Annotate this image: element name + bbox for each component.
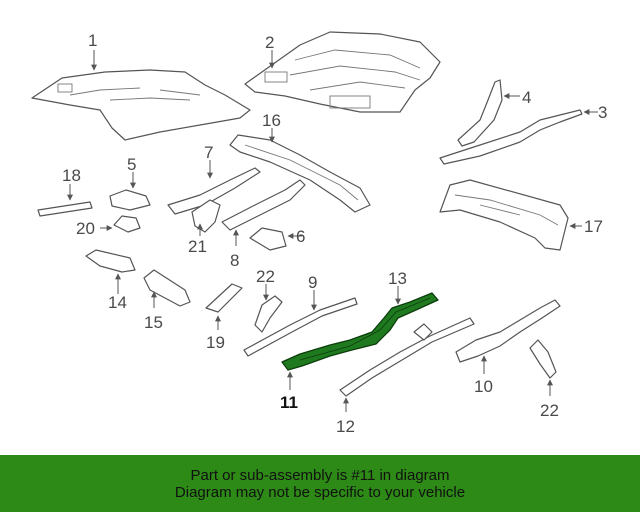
- part-14-bracket[interactable]: [85, 249, 136, 273]
- callout-14: 14: [108, 293, 127, 312]
- banner-line-2: Diagram may not be specific to your vehi…: [174, 483, 466, 501]
- callout-20: 20: [76, 219, 95, 238]
- callout-21: 21: [188, 237, 207, 256]
- part-22-bracket-lower[interactable]: [529, 339, 557, 379]
- part-1-front-floor-pan[interactable]: [31, 69, 251, 141]
- part-3-rail[interactable]: [439, 109, 583, 165]
- part-8-rail[interactable]: [221, 179, 306, 231]
- callout-10: 10: [474, 377, 493, 396]
- callout-9: 9: [308, 273, 317, 292]
- part-19-plate[interactable]: [205, 283, 243, 313]
- callout-22-upper: 22: [256, 267, 275, 286]
- part-5-bracket[interactable]: [109, 189, 151, 211]
- callout-11: 11: [280, 393, 298, 412]
- callout-7: 7: [204, 143, 213, 162]
- info-banner: Part or sub-assembly is #11 in diagram D…: [0, 455, 640, 512]
- banner-line-1: Part or sub-assembly is #11 in diagram: [190, 466, 450, 484]
- part-7-rail[interactable]: [167, 167, 261, 215]
- callout-22-lower: 22: [540, 401, 559, 420]
- callout-2: 2: [265, 33, 274, 52]
- part-6-bracket[interactable]: [249, 227, 287, 251]
- callout-17: 17: [584, 217, 603, 236]
- part-2-rear-floor-pan[interactable]: [244, 31, 441, 113]
- callout-15: 15: [144, 313, 163, 332]
- callout-3: 3: [598, 103, 607, 122]
- callout-13: 13: [388, 269, 407, 288]
- parts-diagram: 1 2 3 4 16 17 18 5: [31, 31, 607, 436]
- part-20-bracket[interactable]: [113, 215, 141, 233]
- callout-6: 6: [296, 227, 305, 246]
- part-12-rail[interactable]: [339, 317, 475, 397]
- part-9-rail[interactable]: [243, 297, 358, 357]
- part-11-frame-rail-highlighted[interactable]: [281, 292, 439, 371]
- callout-5: 5: [127, 155, 136, 174]
- part-4-bracket[interactable]: [457, 79, 503, 147]
- callout-1: 1: [88, 31, 97, 50]
- part-15-bracket[interactable]: [143, 269, 191, 307]
- part-18-strip[interactable]: [37, 201, 93, 217]
- callout-12: 12: [336, 417, 355, 436]
- callout-16: 16: [262, 111, 281, 130]
- callout-4: 4: [522, 88, 531, 107]
- callout-19: 19: [206, 333, 225, 352]
- part-22-bracket-upper[interactable]: [254, 295, 283, 333]
- callout-18: 18: [62, 166, 81, 185]
- callout-8: 8: [230, 251, 239, 270]
- part-17-rear-crossmember[interactable]: [439, 179, 569, 251]
- part-10-rail[interactable]: [455, 299, 561, 363]
